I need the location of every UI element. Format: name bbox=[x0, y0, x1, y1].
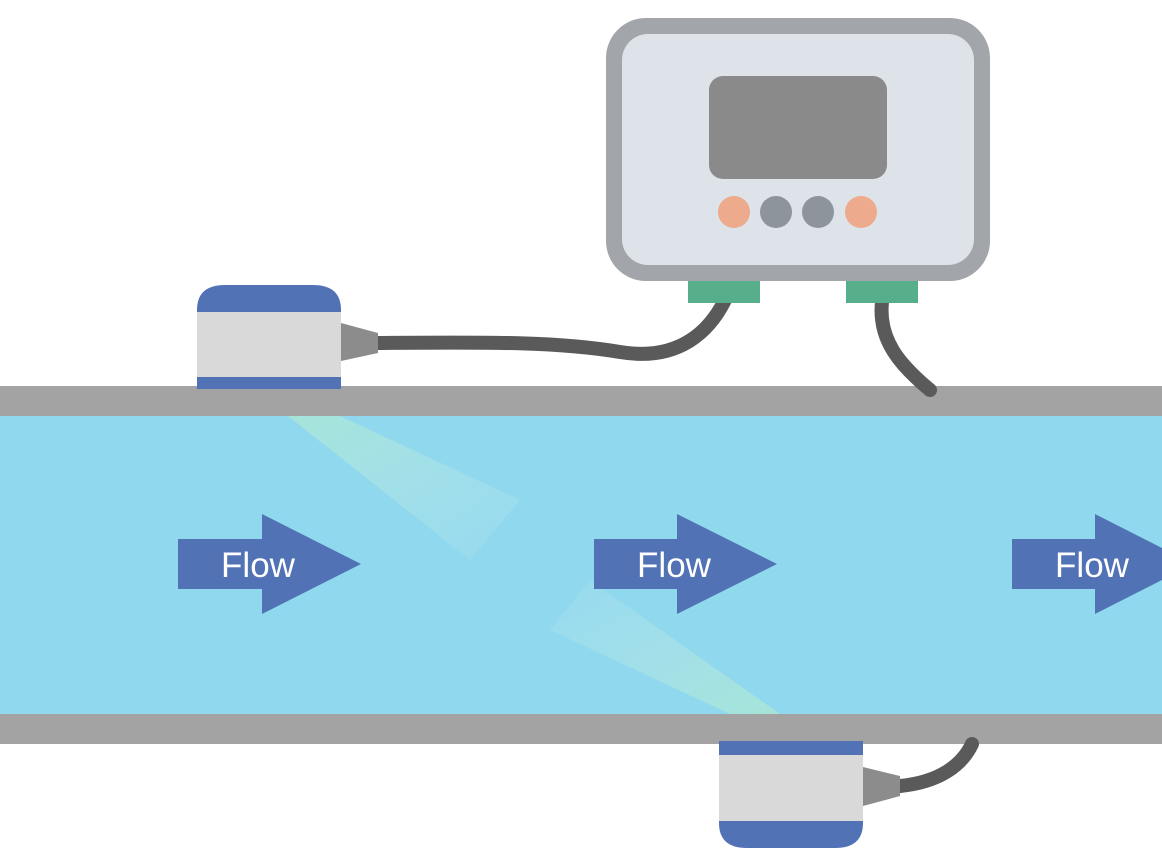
transducer-base bbox=[197, 377, 341, 389]
upstream-transducer bbox=[197, 285, 378, 389]
transducer-nozzle bbox=[341, 323, 378, 361]
cable-lower-transducer bbox=[874, 295, 937, 397]
transducer-body bbox=[719, 755, 863, 821]
ultrasonic-beam-lower bbox=[550, 580, 780, 714]
meter-button[interactable] bbox=[802, 196, 834, 228]
meter-button[interactable] bbox=[845, 196, 877, 228]
pipe-bottom-wall bbox=[0, 714, 1162, 744]
pipe-fluid bbox=[0, 416, 1162, 714]
transducer-base bbox=[719, 741, 863, 755]
transducer-cap bbox=[719, 821, 863, 848]
meter-connector-left bbox=[688, 281, 760, 303]
meter-connector-right bbox=[846, 281, 918, 303]
transducer-nozzle bbox=[863, 767, 900, 806]
flow-arrow: Flow bbox=[1012, 514, 1162, 614]
meter-display bbox=[709, 76, 887, 179]
transducer-cap bbox=[197, 285, 341, 312]
ultrasonic-beam-upper bbox=[288, 416, 520, 560]
downstream-transducer bbox=[719, 741, 900, 848]
meter-button[interactable] bbox=[760, 196, 792, 228]
flow-arrow-label: Flow bbox=[221, 546, 296, 585]
flow-arrow-label: Flow bbox=[1055, 546, 1130, 585]
flow-meter-unit bbox=[606, 18, 990, 303]
cable-lower-transducer-exit bbox=[893, 737, 979, 793]
flow-arrow: Flow bbox=[594, 514, 777, 614]
transducer-body bbox=[197, 312, 341, 377]
flow-arrow-label: Flow bbox=[637, 546, 712, 585]
flow-arrow: Flow bbox=[178, 514, 361, 614]
pipe-top-wall bbox=[0, 386, 1162, 416]
cable-upper-transducer bbox=[371, 293, 732, 361]
pipe bbox=[0, 386, 1162, 744]
meter-button[interactable] bbox=[718, 196, 750, 228]
